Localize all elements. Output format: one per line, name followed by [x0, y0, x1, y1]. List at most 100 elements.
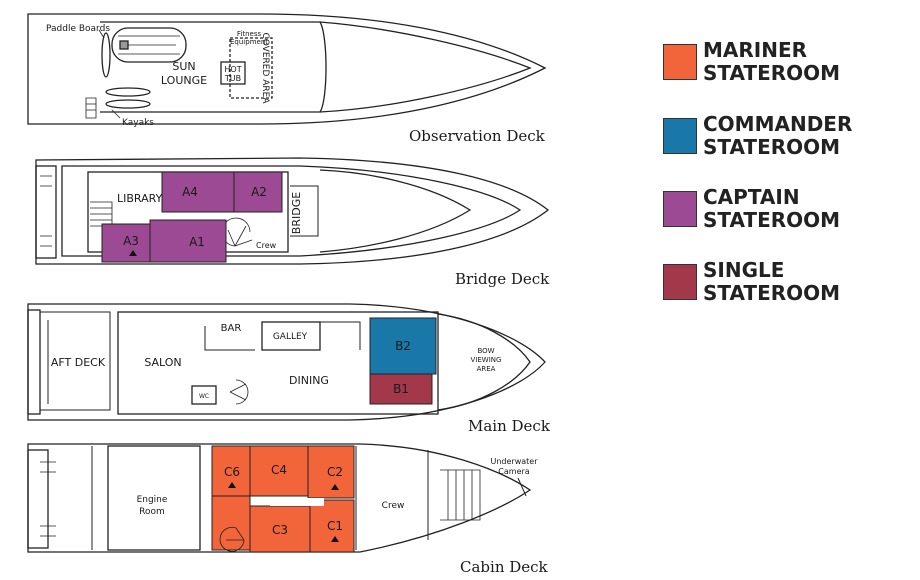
engine-room-label-1: Engine [137, 495, 168, 505]
galley-label: GALLEY [273, 332, 308, 342]
marker-c1 [331, 536, 339, 542]
covered-area-label: COVERED AREA [260, 32, 270, 104]
bridge-windshield [319, 169, 472, 253]
bridge-deck-inner [61, 165, 522, 257]
fitness-area [229, 37, 273, 99]
stateroom-c-corridor [211, 495, 251, 551]
paddle-boards-label: Paddle Boards [46, 24, 110, 34]
c3-label: C3 [272, 523, 288, 537]
fitness-label-1: Fitness [237, 30, 262, 38]
a4-label: A4 [182, 185, 198, 199]
stateroom-a4[interactable] [161, 171, 235, 213]
forepeak-stairs [440, 469, 481, 521]
stateroom-b2[interactable] [369, 317, 437, 375]
hot-tub [220, 61, 246, 85]
bridge-deck-hull [35, 157, 550, 265]
kayaks-label: Kayaks [122, 118, 154, 128]
stateroom-c2[interactable] [307, 445, 355, 499]
cabin-deck-title: Cabin Deck [460, 558, 549, 576]
main-stern-rails [40, 311, 111, 411]
observation-stairs [85, 97, 97, 119]
kayak-1 [105, 87, 151, 97]
bridge-deck-stern [35, 165, 57, 259]
main-deck [27, 303, 546, 421]
wc-room [191, 385, 217, 405]
bridge-deck-title: Bridge Deck [455, 270, 550, 288]
observation-deck-title: Observation Deck [409, 127, 546, 145]
a1-label: A1 [189, 235, 205, 249]
c6-label: C6 [224, 465, 240, 479]
legend-label-mariner: MARINER STATEROOM [703, 39, 840, 85]
main-superstructure [117, 311, 439, 415]
room-markers [129, 250, 339, 542]
cabin-deck-hull [27, 443, 532, 553]
salon-label: SALON [144, 356, 181, 369]
engine-room-label-2: Room [139, 507, 165, 517]
legend-swatch-captain [663, 191, 697, 227]
paddle-board-inner [118, 35, 180, 55]
sun-lounge-label-1: SUN [172, 60, 195, 73]
stateroom-c3[interactable] [249, 505, 311, 553]
observation-deck-rail [100, 21, 327, 113]
bridge-stern-ladders [40, 175, 52, 247]
stateroom-a2[interactable] [233, 171, 283, 213]
dining-label: DINING [289, 374, 329, 387]
stateroom-b1[interactable] [369, 373, 433, 405]
crew-label-cabin: Crew [382, 501, 405, 511]
c1-label: C1 [327, 519, 343, 533]
c2-label: C2 [327, 465, 343, 479]
legend-swatch-commander [663, 118, 697, 154]
paddle-board-leaning [101, 32, 111, 78]
underwater-camera-label-1: Underwater [490, 457, 538, 466]
underwater-camera-label-2: Camera [498, 467, 529, 476]
stateroom-a1[interactable] [149, 219, 227, 263]
b1-label: B1 [393, 382, 409, 396]
c4-label: C4 [271, 463, 287, 477]
legend-single-line2: STATEROOM [703, 281, 841, 305]
camera-leader [517, 477, 527, 497]
stateroom-c1[interactable] [309, 499, 355, 553]
stateroom-a3[interactable] [101, 223, 151, 263]
legend-mariner-line1: MARINER [703, 38, 808, 62]
library-stairs [90, 201, 113, 227]
bar-label: BAR [221, 323, 242, 334]
legend-label-commander: COMMANDER STATEROOM [703, 113, 852, 159]
observation-deck-hull [27, 13, 547, 125]
wc-label: WC [199, 393, 209, 400]
library-label: LIBRARY [117, 192, 163, 205]
cabin-stern-ladders [40, 461, 56, 537]
deck-plan-drawing: Paddle Boards Fitness Equipment SUN LOUN… [27, 13, 551, 576]
legend-commander-line2: STATEROOM [703, 135, 841, 159]
a2-label: A2 [251, 185, 267, 199]
main-deck-hull [27, 303, 546, 421]
cabin-bulkheads [91, 446, 429, 550]
hot-tub-label-1: HOT [224, 65, 241, 74]
a3-label: A3 [123, 234, 139, 248]
bow-viewing-outline [437, 313, 531, 411]
cabin-corridor-light [270, 498, 324, 506]
bridge-console [290, 185, 319, 237]
bridge-label: BRIDGE [290, 192, 303, 234]
b2-label: B2 [395, 339, 411, 353]
legend-swatch-mariner [663, 44, 697, 80]
main-spiral-stair [229, 379, 249, 405]
cabin-deck [27, 443, 532, 553]
main-deck-title: Main Deck [468, 417, 551, 435]
observation-deck [27, 13, 547, 125]
aft-deck-label: AFT DECK [51, 356, 106, 369]
hot-tub-label-2: TUB [224, 74, 241, 83]
legend-label-single: SINGLE STATEROOM [703, 259, 840, 305]
bow-viewing-label-1: BOW [477, 347, 494, 355]
legend-captain-line1: CAPTAIN [703, 185, 800, 209]
legend-single-line1: SINGLE [703, 258, 785, 282]
galley-wall [320, 321, 361, 350]
marker-c2 [331, 484, 339, 490]
stateroom-c4[interactable] [249, 445, 309, 497]
galley [261, 321, 321, 351]
bow-viewing-label-2: VIEWING [471, 356, 502, 364]
paddle-boards-leader [98, 29, 105, 39]
crew-label-bridge: Crew [256, 241, 277, 250]
cabin-stern [27, 449, 49, 549]
cabin-spiral-stair [219, 526, 245, 552]
